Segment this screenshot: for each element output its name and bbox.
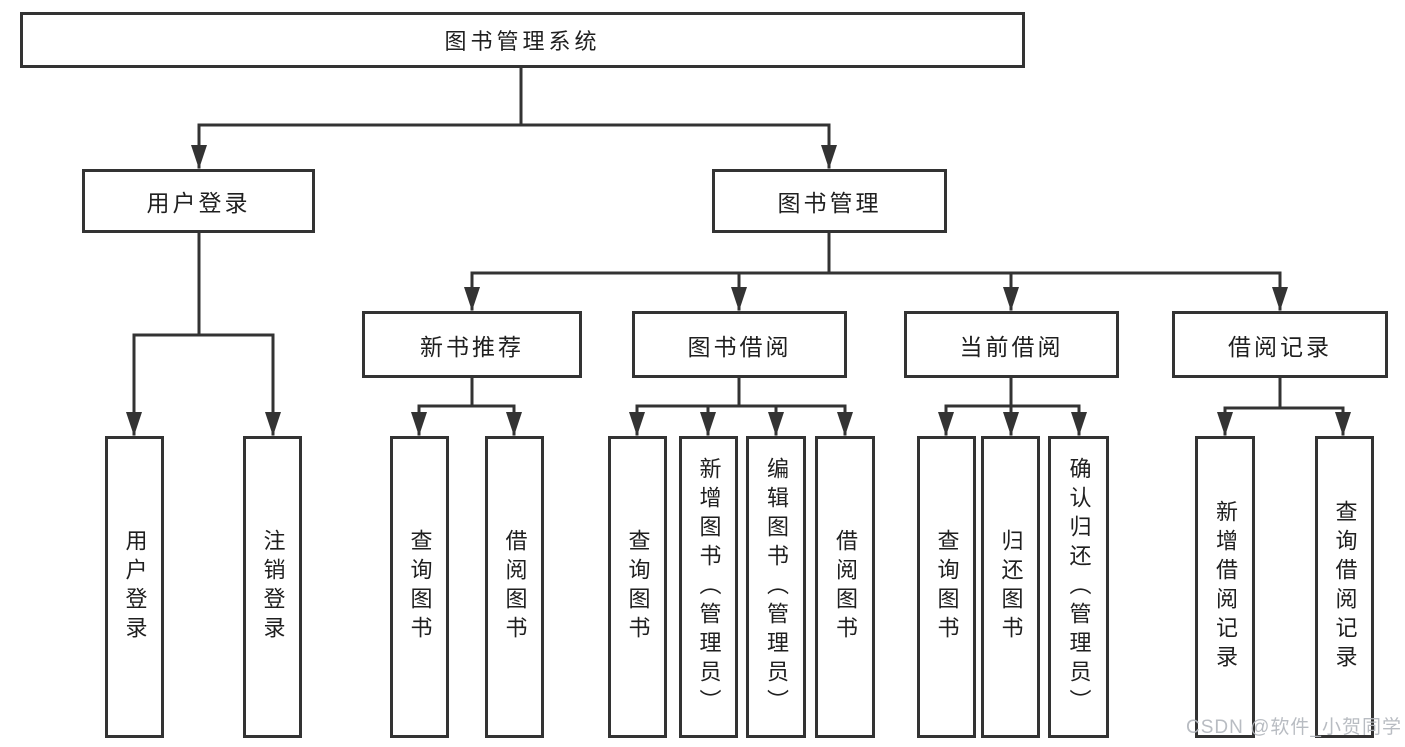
leaf-borrow-books: 借阅图书 [485,436,544,738]
node-label: 借阅图书 [502,529,528,645]
node-label: 编辑图书（管理员） [764,456,789,718]
leaf-user-login: 用户登录 [105,436,164,738]
node-new-book-recommend: 新书推荐 [362,311,582,378]
node-label: 借阅记录 [1228,333,1332,360]
node-user-login: 用户登录 [82,169,315,233]
leaf-edit-books-admin: 编辑图书（管理员） [746,436,806,738]
node-label: 用户登录 [146,190,251,216]
leaf-query-borrow-record: 查询借阅记录 [1315,436,1374,738]
node-book-borrow: 图书借阅 [632,311,847,378]
node-label: 确认归还（管理员） [1066,456,1092,718]
node-label: 新增借阅记录 [1213,500,1238,674]
node-label: 新书推荐 [420,333,524,360]
node-label: 注销登录 [260,529,286,645]
node-label: 图书借阅 [687,333,792,360]
node-library-management-system: 图书管理系统 [20,12,1025,68]
node-label: 查询图书 [407,529,433,645]
node-label: 借阅图书 [833,529,858,645]
node-current-borrow: 当前借阅 [904,311,1119,378]
leaf-return-books: 归还图书 [981,436,1040,738]
leaf-logout: 注销登录 [243,436,302,738]
leaf-borrow-books: 借阅图书 [815,436,875,738]
node-label: 归还图书 [998,529,1024,645]
leaf-query-books: 查询图书 [917,436,976,738]
leaf-add-books-admin: 新增图书（管理员） [679,436,738,738]
node-label: 图书管理系统 [444,29,601,54]
node-label: 查询图书 [625,529,651,645]
node-borrow-records: 借阅记录 [1172,311,1388,378]
node-book-management: 图书管理 [712,169,947,233]
node-label: 查询借阅记录 [1332,500,1358,674]
node-label: 用户登录 [122,529,148,645]
csdn-watermark: CSDN @软件_小贺同学 [1186,717,1402,738]
node-label: 新增图书（管理员） [696,456,722,718]
leaf-query-books: 查询图书 [608,436,667,738]
node-label: 图书管理 [777,190,882,216]
node-label: 查询图书 [934,529,960,645]
leaf-query-books: 查询图书 [390,436,449,738]
leaf-confirm-return-admin: 确认归还（管理员） [1048,436,1109,738]
node-label: 当前借阅 [959,333,1064,360]
leaf-add-borrow-record: 新增借阅记录 [1195,436,1255,738]
